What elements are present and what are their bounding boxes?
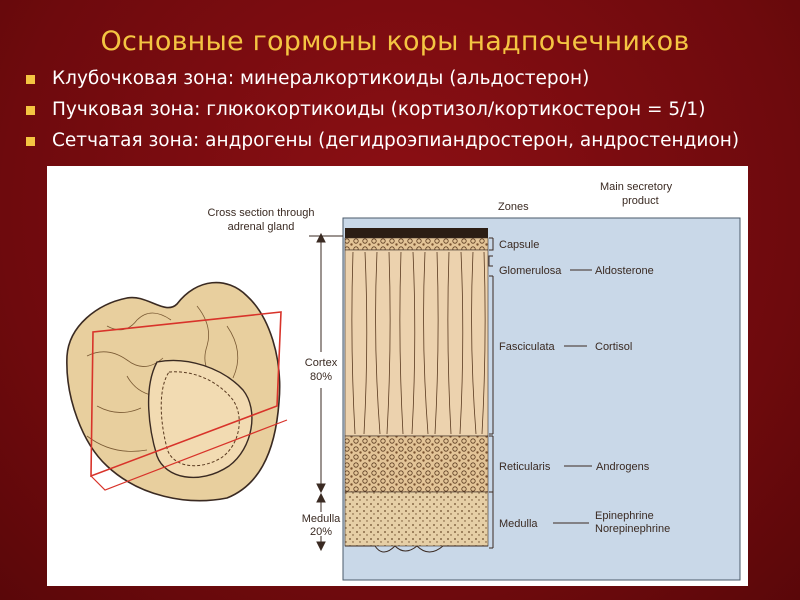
- zone-label-reticularis: Reticularis: [499, 461, 551, 473]
- bullet-text: Сетчатая зона: андрогены (дегидроэпиандр…: [52, 130, 739, 151]
- cortex-label: Cortex: [305, 357, 338, 369]
- bullet-square-icon: [26, 106, 35, 115]
- bullet-item-fasciculata: Пучковая зона: глюкокортикоиды (кортизол…: [24, 97, 739, 128]
- zone-label-fasciculata: Fasciculata: [499, 341, 556, 353]
- dimension-arrows: [309, 234, 343, 550]
- zone-label-glomerulosa: Glomerulosa: [499, 265, 562, 277]
- product-norepinephrine: Norepinephrine: [595, 523, 670, 535]
- slide-title: Основные гормоны коры надпочечников: [0, 26, 790, 57]
- product-androgens: Androgens: [596, 461, 650, 473]
- cross-section-caption-line2: adrenal gland: [228, 221, 295, 233]
- bullet-item-glomerulosa: Клубочковая зона: минералкортикоиды (аль…: [24, 66, 739, 97]
- bullet-item-reticularis: Сетчатая зона: андрогены (дегидроэпиандр…: [24, 128, 739, 159]
- bullet-list: Клубочковая зона: минералкортикоиды (аль…: [24, 66, 739, 159]
- bullet-square-icon: [26, 75, 35, 84]
- cortex-percent: 80%: [310, 371, 332, 383]
- product-aldosterone: Aldosterone: [595, 265, 654, 277]
- bullet-text: Клубочковая зона: минералкортикоиды (аль…: [52, 68, 589, 89]
- bullet-text: Пучковая зона: глюкокортикоиды (кортизол…: [52, 99, 705, 120]
- adrenal-diagram-svg: Zones Main secretory product Capsule Glo…: [47, 166, 748, 586]
- product-epinephrine: Epinephrine: [595, 510, 654, 522]
- product-header-line2: product: [622, 195, 659, 207]
- product-header-line1: Main secretory: [600, 181, 673, 193]
- zones-header: Zones: [498, 201, 529, 213]
- zone-label-capsule: Capsule: [499, 239, 539, 251]
- cross-section-caption-line1: Cross section through: [208, 207, 315, 219]
- adrenal-diagram: Zones Main secretory product Capsule Glo…: [47, 166, 748, 586]
- medulla-percent: 20%: [310, 526, 332, 538]
- bullet-square-icon: [26, 137, 35, 146]
- tissue-column: [345, 228, 488, 552]
- medulla-label: Medulla: [302, 513, 341, 525]
- zone-label-medulla: Medulla: [499, 518, 538, 530]
- product-cortisol: Cortisol: [595, 341, 632, 353]
